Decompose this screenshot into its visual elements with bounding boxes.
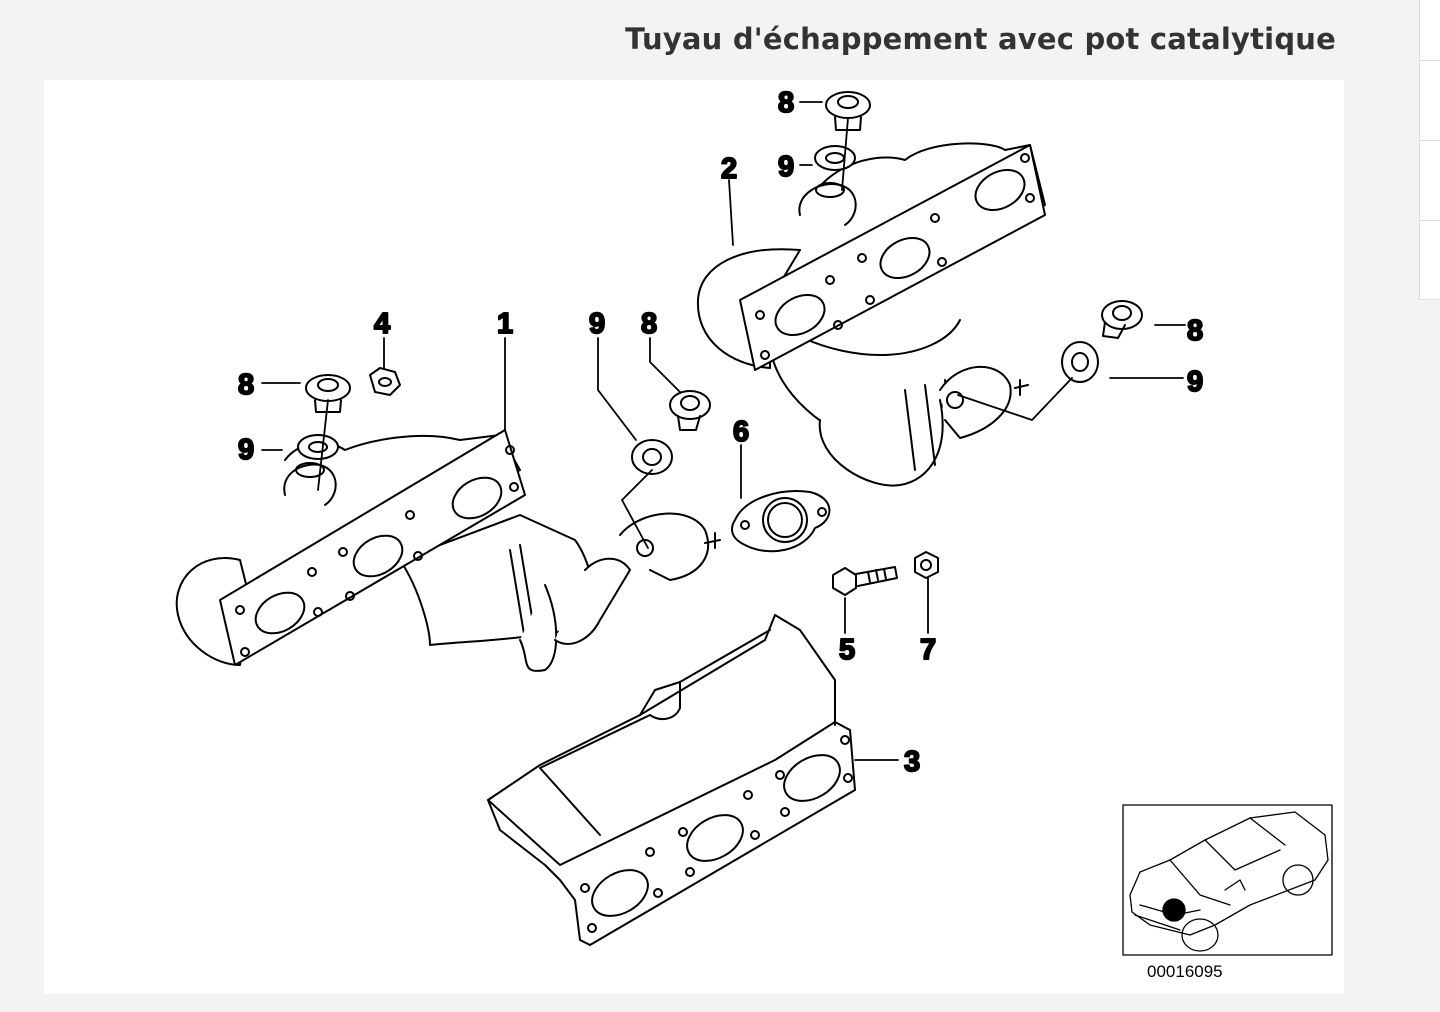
washer-9a[interactable] [814, 145, 856, 171]
page-title: Tuyau d'échappement avec pot catalytique [625, 22, 1336, 56]
callout-4: 4 [374, 308, 390, 340]
callout-8: 8 [1187, 315, 1203, 347]
washer-9c[interactable] [631, 439, 673, 475]
washer-9b[interactable] [297, 434, 339, 460]
catalog-number: 00016095 [1147, 962, 1223, 981]
washer-9d[interactable] [1061, 341, 1099, 383]
callout-9: 9 [589, 308, 605, 340]
callout-2: 2 [721, 153, 737, 185]
screw-8c[interactable] [669, 390, 711, 431]
bolt-5[interactable] [832, 566, 898, 596]
callout-9: 9 [238, 434, 254, 466]
nut-7[interactable] [914, 551, 939, 579]
callout-labels: 8 9 2 8 9 4 1 9 8 8 9 6 5 7 3 [237, 86, 1204, 779]
car-location-thumbnail[interactable] [1122, 804, 1333, 956]
heat-shield-gasket-3[interactable] [487, 614, 856, 946]
side-rail [1419, 0, 1440, 300]
callout-3: 3 [904, 746, 920, 778]
nut-4[interactable] [369, 367, 401, 396]
leader-lines [261, 101, 1186, 761]
callout-9: 9 [778, 151, 794, 183]
callout-5: 5 [839, 634, 855, 666]
screw-8d[interactable] [1101, 300, 1143, 339]
callout-7: 7 [920, 634, 936, 666]
callout-9: 9 [1187, 366, 1203, 398]
gasket-6[interactable] [731, 490, 831, 553]
callout-1: 1 [497, 308, 513, 340]
location-marker-icon [1162, 898, 1186, 922]
callout-8: 8 [238, 369, 254, 401]
callout-8: 8 [641, 308, 657, 340]
callout-6: 6 [733, 416, 749, 448]
callout-8: 8 [778, 87, 794, 119]
exhaust-manifold-1[interactable] [175, 429, 721, 672]
screw-8a[interactable] [825, 91, 871, 131]
exhaust-manifold-2[interactable] [696, 142, 1046, 487]
